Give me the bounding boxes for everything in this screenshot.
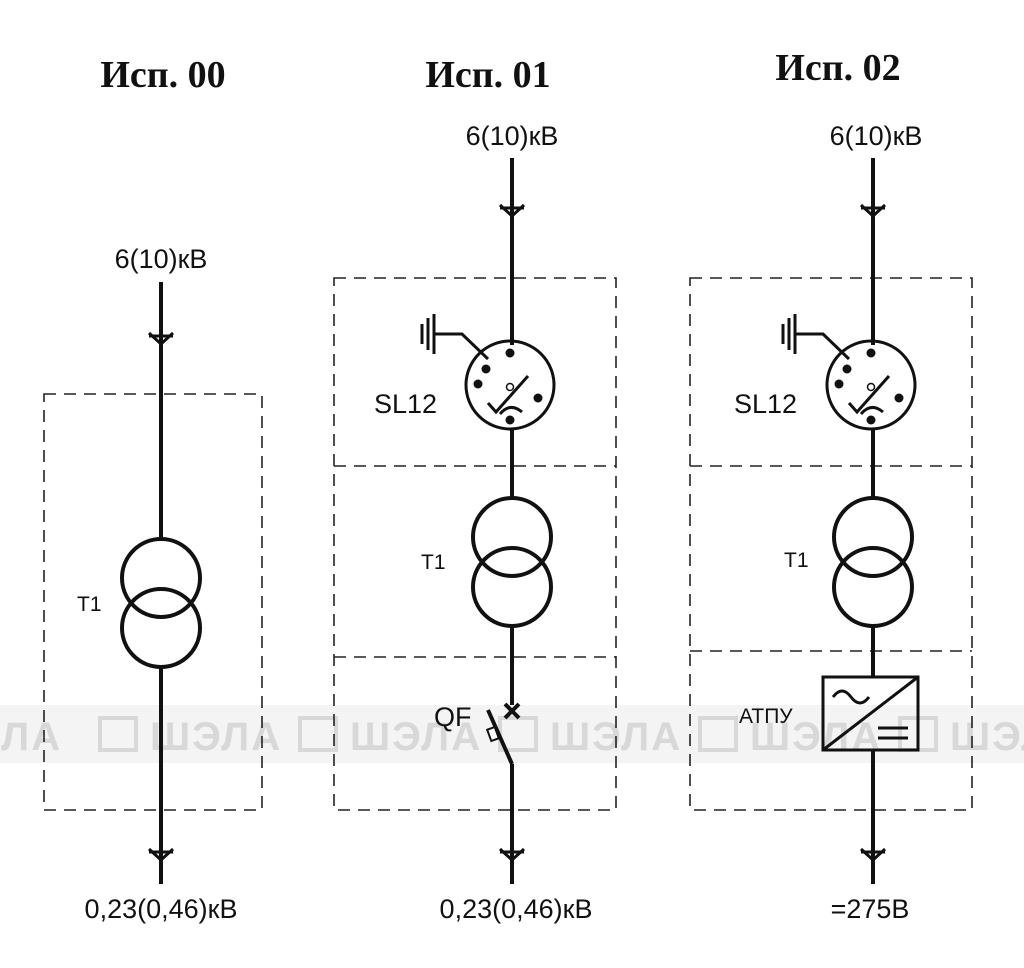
watermark-text: ШЭЛА xyxy=(350,715,482,759)
variant-01: Исп. 01 6(10)кВ SL12 xyxy=(333,54,617,924)
equipment-enclosure xyxy=(43,393,263,811)
transformer-label: T1 xyxy=(784,549,809,572)
watermark-logo xyxy=(98,716,138,752)
variant-02: Исп. 02 6(10)кВ SL12 xyxy=(689,47,973,924)
input-voltage-label: 6(10)кВ xyxy=(115,244,208,274)
watermark-text: ШЭЛА xyxy=(950,715,1024,759)
equipment-enclosure xyxy=(333,277,617,811)
transformer-icon xyxy=(471,496,553,628)
input-arrow-icon xyxy=(859,203,887,219)
input-arrow-icon xyxy=(147,331,175,347)
watermark-band xyxy=(0,705,1024,763)
variant-title: Исп. 01 xyxy=(425,54,550,96)
variant-00: Исп. 00 6(10)кВ T1 0,23(0,46)кВ xyxy=(43,54,263,924)
switch-label: SL12 xyxy=(374,389,437,419)
breaker-label: QF xyxy=(434,702,472,732)
variant-title: Исп. 00 xyxy=(100,54,225,96)
ground-icon xyxy=(420,314,490,361)
transformer-icon xyxy=(120,537,202,669)
switch-label: SL12 xyxy=(734,389,797,419)
transformer-icon xyxy=(832,496,914,628)
watermark-logo xyxy=(698,716,738,752)
input-arrow-icon xyxy=(498,203,526,219)
transformer-label: T1 xyxy=(421,551,446,574)
transformer-label: T1 xyxy=(77,593,102,616)
converter-label: АТПУ xyxy=(739,705,793,728)
input-voltage-label: 6(10)кВ xyxy=(830,121,923,151)
output-voltage-label: =275В xyxy=(831,894,910,924)
watermark: ШЭЛА ШЭЛА ШЭЛА ШЭЛА ШЭЛА ШЭЛА xyxy=(0,705,1024,763)
output-arrow-icon xyxy=(147,847,175,863)
equipment-enclosure xyxy=(689,277,973,811)
output-arrow-icon xyxy=(859,847,887,863)
ac-dc-converter-icon xyxy=(821,675,920,752)
watermark-text: ШЭЛА xyxy=(150,715,282,759)
output-voltage-label: 0,23(0,46)кВ xyxy=(85,894,238,924)
input-voltage-label: 6(10)кВ xyxy=(466,121,559,151)
variant-title: Исп. 02 xyxy=(775,47,900,89)
watermark-text: ШЭЛА xyxy=(0,715,62,759)
ground-icon xyxy=(781,314,851,361)
output-arrow-icon xyxy=(498,847,526,863)
circuit-breaker-icon xyxy=(485,702,521,765)
switch-disconnector-icon xyxy=(464,339,556,431)
watermark-text: ШЭЛА xyxy=(550,715,682,759)
watermark-logo xyxy=(298,716,338,752)
output-voltage-label: 0,23(0,46)кВ xyxy=(440,894,593,924)
switch-disconnector-icon xyxy=(825,339,917,431)
